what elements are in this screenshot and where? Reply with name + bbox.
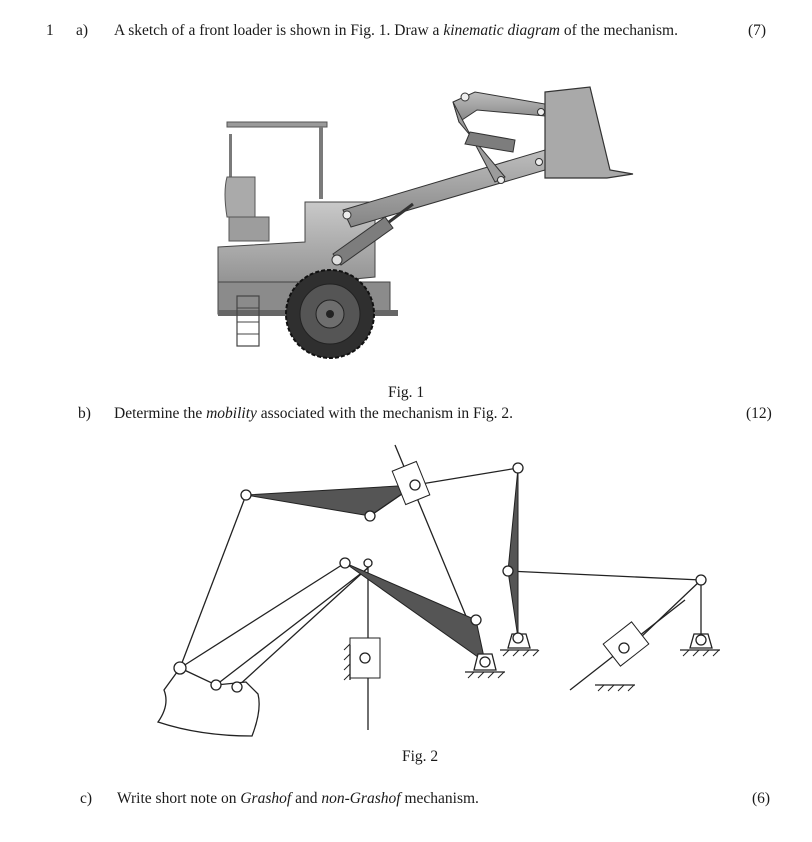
part-a-label: a) [76,22,89,39]
question-number: 1 [46,22,54,39]
link [414,467,519,486]
hydraulic-cylinders [331,131,516,266]
part-c-text-before: Write short note on [117,790,241,807]
part-c-marks: (6) [752,790,771,807]
part-b-label: b) [78,405,91,422]
link [639,579,702,639]
part-b-text-after: associated with the mechanism in Fig. 2. [256,405,514,422]
ternary-link [507,467,519,639]
part-c-emphasis-grashof: Grashof [240,790,292,807]
figure-1-caption: Fig. 1 [388,384,425,401]
part-a-text-after: of the mechanism. [560,22,678,39]
part-a-marks: (7) [748,22,767,39]
ground-supports [349,633,720,686]
bucket [156,667,260,737]
part-c-emphasis-non-grashof: non-Grashof [321,790,401,807]
bucket [544,86,634,179]
front-loader-figure [217,86,634,359]
ternary-link [344,562,486,664]
part-b-text-before: Determine the [114,405,207,422]
part-a-text: A sketch of a front loader is shown in F… [114,22,724,40]
boom-arm [342,91,546,228]
part-a-text-before: A sketch of a front loader is shown in F… [114,22,444,39]
link [179,494,247,669]
figure-2-caption: Fig. 2 [402,748,439,765]
canopy [226,121,328,204]
hatching [343,643,720,692]
link [215,567,369,686]
part-b-marks: (12) [746,405,772,422]
part-b-text: Determine the mobility associated with t… [114,405,513,423]
seat [224,176,270,242]
part-a-emphasis: kinematic diagram [443,22,560,39]
linkage-mechanism-figure [156,444,720,737]
link [236,563,373,688]
pin-joints [173,462,707,693]
part-c-text-after: mechanism. [400,790,479,807]
part-c-text-mid: and [291,790,322,807]
link [179,562,346,669]
front-wheel [285,269,375,359]
part-b-emphasis: mobility [206,405,257,422]
ternary-link [245,484,417,517]
link [507,570,702,581]
part-c-label: c) [80,790,93,807]
part-c-text: Write short note on Grashof and non-Gras… [117,790,479,808]
